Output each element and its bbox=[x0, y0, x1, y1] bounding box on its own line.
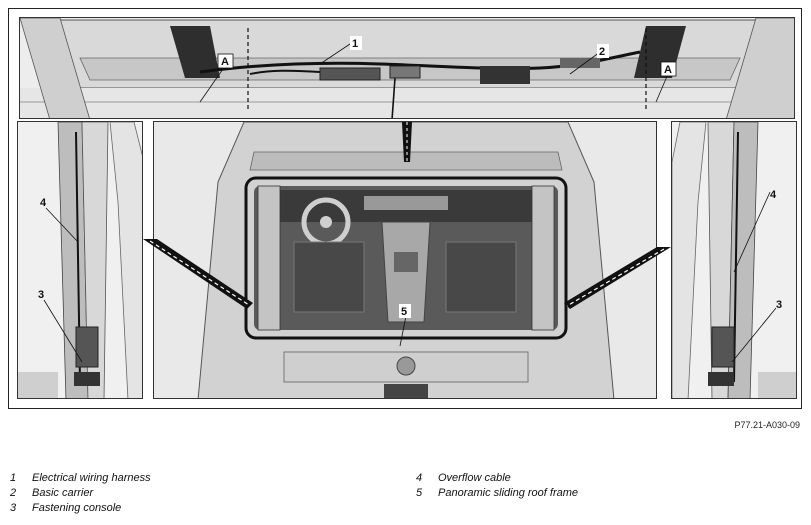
arrow-to-right-detail bbox=[564, 247, 671, 309]
vehicle-interior-illustration: 5 bbox=[154, 122, 656, 398]
right-detail-panel: 4 3 bbox=[671, 121, 797, 399]
figure-reference-code: P77.21-A030-09 bbox=[734, 420, 800, 430]
top-detail-illustration: A A 1 2 bbox=[20, 18, 794, 118]
center-overview-panel: 5 bbox=[153, 121, 657, 399]
diagram-frame: A A 1 2 4 3 bbox=[8, 8, 802, 409]
view-marker-a-left: A bbox=[221, 56, 229, 68]
view-marker-a-right: A bbox=[664, 64, 672, 76]
callout-2: 2 bbox=[599, 46, 605, 58]
callout-4-left: 4 bbox=[40, 197, 47, 209]
callout-1: 1 bbox=[352, 38, 358, 50]
left-detail-panel: 4 3 bbox=[17, 121, 143, 399]
callout-3-right: 3 bbox=[776, 299, 782, 311]
callout-4-right: 4 bbox=[770, 189, 777, 201]
left-pillar-illustration: 4 3 bbox=[18, 122, 142, 398]
arrow-to-left-detail bbox=[143, 239, 253, 309]
callout-5: 5 bbox=[401, 306, 407, 318]
right-pillar-illustration: 4 3 bbox=[672, 122, 796, 398]
callout-3-left: 3 bbox=[38, 289, 44, 301]
top-detail-panel: A A 1 2 bbox=[19, 17, 795, 119]
